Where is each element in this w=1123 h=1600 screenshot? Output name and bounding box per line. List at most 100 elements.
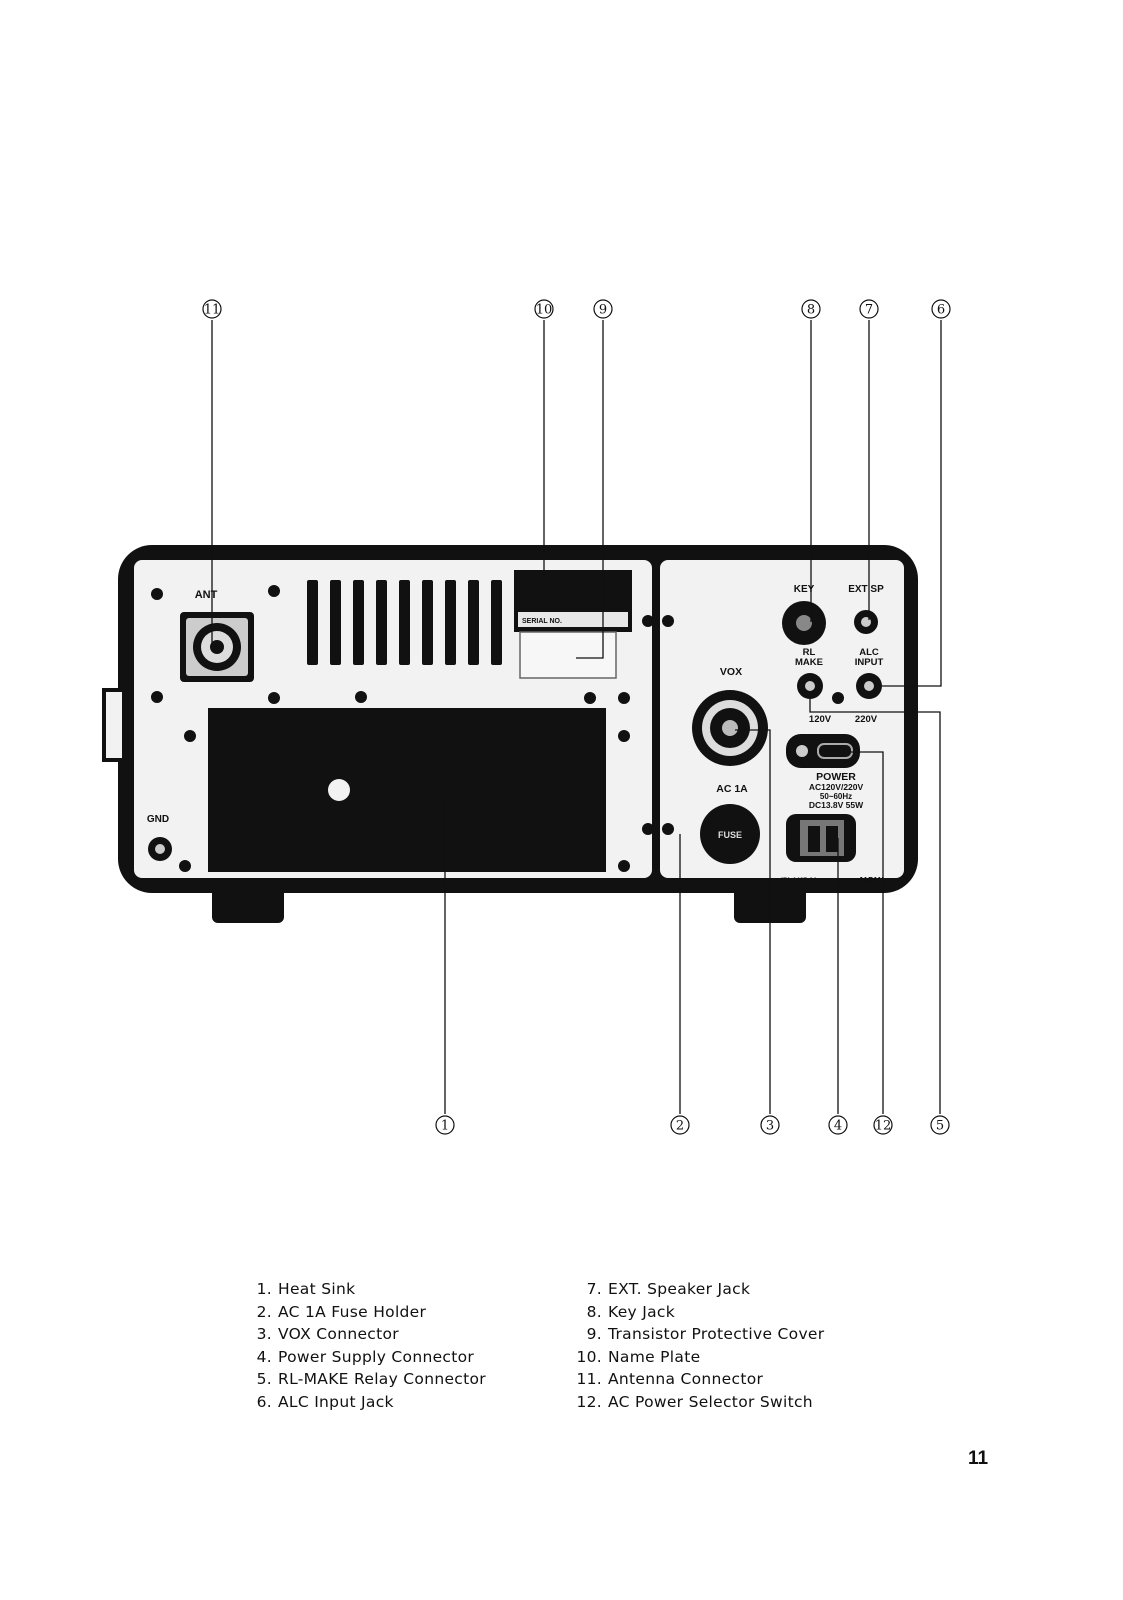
legend-label: AC Power Selector Switch — [608, 1392, 813, 1411]
legend-label: RL-MAKE Relay Connector — [278, 1370, 486, 1388]
callout-1: 1 — [435, 1115, 455, 1135]
ground-terminal[interactable] — [148, 837, 172, 861]
ant-label: ANT — [195, 589, 218, 601]
svg-text:8: 8 — [807, 303, 815, 318]
legend-number: 5. — [256, 1370, 272, 1388]
serial-label: SERIAL NO. — [522, 618, 562, 625]
legend-number: 6. — [256, 1392, 272, 1411]
legend-item: 2. AC 1A Fuse Holder — [245, 1301, 486, 1324]
svg-text:12: 12 — [875, 1119, 892, 1134]
legend-label: Name Plate — [608, 1347, 701, 1366]
legend-item: 9. Transistor Protective Cover — [575, 1323, 825, 1346]
input-label: INPUT — [855, 657, 884, 668]
key-label: KEY — [794, 584, 815, 595]
legend-item: 11. Antenna Connector — [575, 1368, 824, 1391]
fuse-text: FUSE — [718, 830, 742, 840]
legend-label: ALC Input Jack — [278, 1392, 394, 1411]
rl-make-connector[interactable] — [797, 673, 823, 699]
fuse-holder[interactable]: FUSE — [700, 804, 760, 864]
ac-power-selector-switch[interactable] — [786, 734, 860, 768]
heat-sink — [208, 708, 606, 872]
legend-number: 2. — [256, 1302, 272, 1321]
legend-item: 3. VOX Connector — [245, 1323, 486, 1346]
callout-9: 9 — [593, 299, 613, 319]
legend-label: VOX Connector — [278, 1325, 399, 1343]
svg-text:3: 3 — [766, 1119, 774, 1134]
leader-lines — [211, 320, 942, 1114]
callout-8: 8 — [801, 299, 821, 319]
alc-input-jack[interactable] — [856, 673, 882, 699]
transistor-cover — [519, 631, 617, 679]
legend-right-column: 7. EXT. Speaker Jack 8. Key Jack 9. Transis… — [575, 1278, 824, 1413]
legend-item: 6. ALC Input Jack — [245, 1391, 486, 1414]
name-plate: SERIAL NO. — [514, 570, 632, 632]
power-hz-label: 50~60Hz — [820, 792, 852, 801]
japan-label: JAPAN — [859, 875, 884, 884]
legend-number: 3. — [256, 1325, 272, 1343]
svg-text:2: 2 — [676, 1119, 684, 1134]
alc-label: ALC — [859, 647, 879, 658]
page-number: 11 — [968, 1448, 989, 1469]
antenna-connector[interactable] — [180, 612, 254, 682]
callout-6: 6 — [931, 299, 951, 319]
legend-item: 4. Power Supply Connector — [245, 1346, 486, 1369]
svg-text:11: 11 — [204, 303, 221, 318]
svg-text:10: 10 — [536, 303, 553, 318]
make-label: MAKE — [795, 657, 823, 668]
legend-label: Antenna Connector — [608, 1370, 764, 1388]
callout-3: 3 — [760, 1115, 780, 1135]
callout-4: 4 — [828, 1115, 848, 1135]
svg-text:9: 9 — [599, 303, 607, 318]
callout-7: 7 — [859, 299, 879, 319]
power-label: POWER — [816, 771, 856, 783]
key-jack[interactable] — [782, 601, 826, 645]
svg-text:4: 4 — [834, 1119, 842, 1134]
svg-text:6: 6 — [937, 303, 945, 318]
part-number: 471-0467-04 — [780, 877, 817, 884]
legend-number: 12. — [576, 1392, 602, 1411]
legend-number: 4. — [256, 1347, 272, 1366]
gnd-label: GND — [147, 814, 169, 825]
legend-label: AC 1A Fuse Holder — [278, 1302, 427, 1321]
legend-item: 8. Key Jack — [575, 1301, 824, 1324]
legend-number: 7. — [586, 1280, 602, 1298]
power-ac-label: AC120V/220V — [809, 782, 864, 792]
heat-sink-hole — [328, 779, 350, 801]
power-dc-label: DC13.8V 55W — [809, 800, 864, 810]
rear-panel-diagram: ANT SERIAL NO. GND KEY E — [102, 299, 951, 1135]
legend-label: Power Supply Connector — [278, 1347, 475, 1366]
callout-10: 10 — [534, 299, 554, 319]
callout-11: 11 — [202, 299, 222, 319]
ac1a-label: AC 1A — [716, 783, 748, 795]
v220-label: 220V — [855, 714, 878, 725]
rl-label: RL — [803, 647, 816, 658]
legend-label: Key Jack — [608, 1302, 675, 1321]
legend-number: 11. — [576, 1370, 602, 1388]
legend-number: 8. — [586, 1302, 602, 1321]
legend-item: 5. RL-MAKE Relay Connector — [245, 1368, 486, 1391]
legend-item: 7. EXT. Speaker Jack — [575, 1278, 824, 1301]
vox-label: VOX — [720, 666, 742, 678]
legend-label: Transistor Protective Cover — [608, 1325, 825, 1343]
legend-number: 9. — [586, 1325, 602, 1343]
svg-text:7: 7 — [865, 303, 873, 318]
v120-label: 120V — [809, 714, 832, 725]
legend-left-column: 1. Heat Sink 2. AC 1A Fuse Holder 3. VOX Co… — [245, 1278, 486, 1413]
side-handle — [102, 688, 126, 762]
vent-slots — [307, 580, 502, 665]
svg-text:1: 1 — [441, 1119, 449, 1134]
callout-2: 2 — [670, 1115, 690, 1135]
callout-12: 12 — [873, 1115, 893, 1135]
svg-text:5: 5 — [936, 1119, 944, 1134]
legend-item: 12. AC Power Selector Switch — [575, 1391, 824, 1414]
power-supply-connector[interactable] — [786, 814, 856, 862]
vox-connector[interactable] — [692, 690, 768, 766]
legend-label: EXT. Speaker Jack — [608, 1280, 751, 1298]
legend-number: 10. — [576, 1347, 602, 1366]
legend-item: 10. Name Plate — [575, 1346, 824, 1369]
legend-number: 1. — [256, 1280, 272, 1298]
legend-item: 1. Heat Sink — [245, 1278, 486, 1301]
ext-speaker-jack[interactable] — [854, 610, 878, 634]
right-panel — [660, 560, 904, 878]
legend-label: Heat Sink — [278, 1280, 356, 1298]
